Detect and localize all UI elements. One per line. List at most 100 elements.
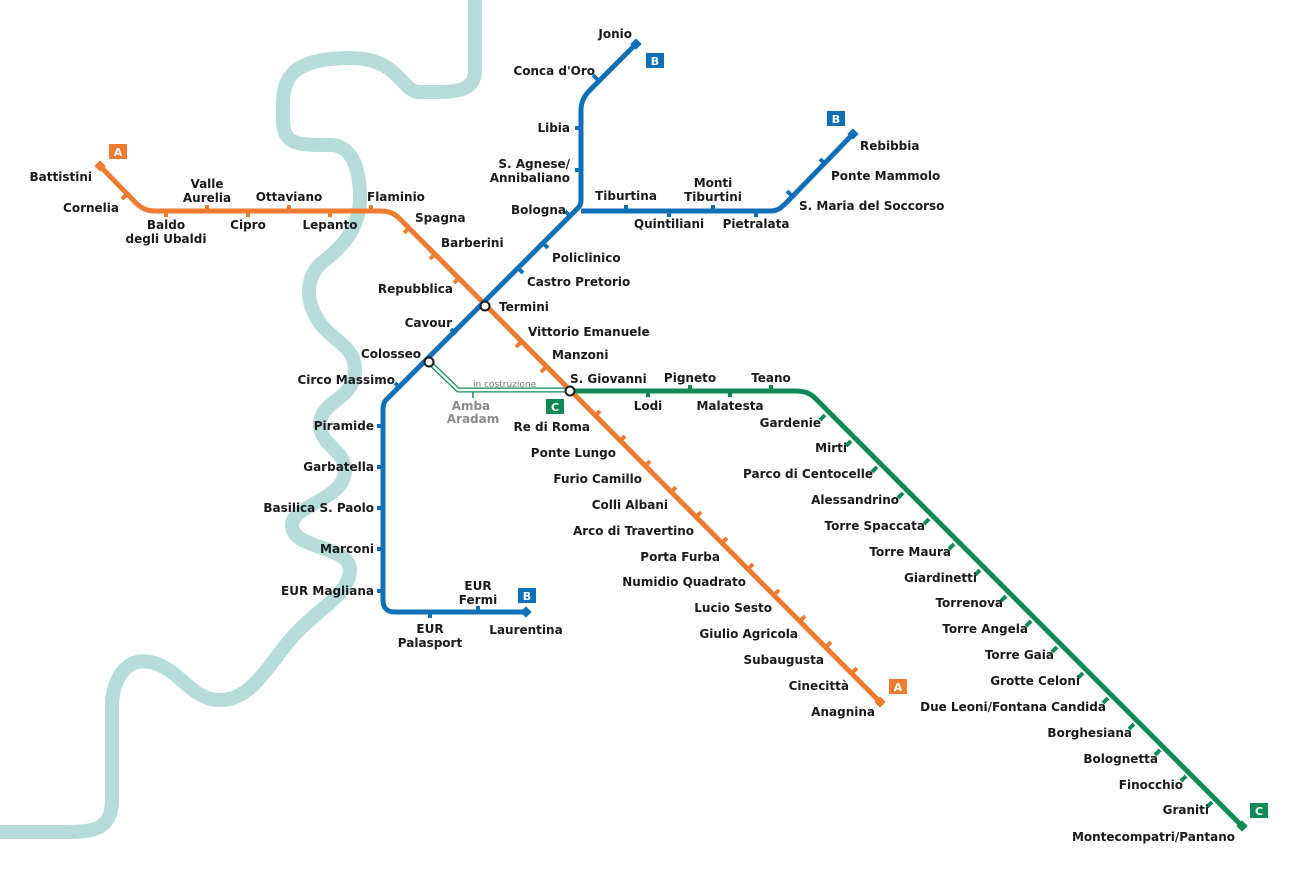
station-tick-grotte-celoni [1076,671,1085,680]
station-finocchio[interactable]: Finocchio [1119,778,1183,792]
station-quintiliani[interactable]: Quintiliani [634,217,704,231]
station-s-maria-soccorso[interactable]: S. Maria del Soccorso [799,199,944,213]
station-eur-palasport-line2: Palasport [398,636,463,650]
station-gardenie[interactable]: Gardenie [760,416,821,430]
badge-line-a-north-bg [109,144,127,159]
station-cavour[interactable]: Cavour [405,316,453,330]
station-marconi[interactable]: Marconi [320,542,374,556]
station-s-agnese[interactable]: S. Agnese/Annibaliano [490,157,571,185]
station-torre-spaccata[interactable]: Torre Spaccata [825,519,925,533]
station-eur-magliana[interactable]: EUR Magliana [281,584,374,598]
station-finocchio-line1: Finocchio [1119,778,1183,792]
station-colosseo[interactable]: Colosseo [361,347,421,361]
station-grotte-celoni[interactable]: Grotte Celoni [990,674,1080,688]
station-piramide[interactable]: Piramide [314,419,374,433]
station-ponte-mammolo-line1: Ponte Mammolo [831,169,940,183]
station-torre-gaia[interactable]: Torre Gaia [985,648,1054,662]
station-furio-camillo[interactable]: Furio Camillo [553,472,642,486]
station-due-leoni[interactable]: Due Leoni/Fontana Candida [920,700,1106,714]
station-due-leoni-line1: Due Leoni/Fontana Candida [920,700,1106,714]
badge-line-a-south: A [889,679,907,694]
station-manzoni[interactable]: Manzoni [552,348,608,362]
station-amba-aradam[interactable]: Amba Aradam [447,399,500,426]
station-spagna[interactable]: Spagna [415,211,466,225]
station-borghesiana[interactable]: Borghesiana [1047,726,1132,740]
station-lepanto-line1: Lepanto [303,218,358,232]
station-ponte-lungo[interactable]: Ponte Lungo [531,446,616,460]
station-battistini[interactable]: Battistini [30,170,92,184]
station-spagna-line1: Spagna [415,211,466,225]
station-ottaviano[interactable]: Ottaviano [256,190,323,204]
station-termini[interactable]: Termini [499,300,549,314]
station-cipro-line1: Cipro [230,218,266,232]
station-eur-palasport-line1: EUR [416,622,443,636]
station-numidio-quadrato[interactable]: Numidio Quadrato [622,575,746,589]
station-jonio[interactable]: Jonio [597,27,632,41]
station-cornelia[interactable]: Cornelia [63,201,119,215]
station-cinecitta[interactable]: Cinecittà [789,679,849,693]
station-repubblica[interactable]: Repubblica [378,282,453,296]
interchange-san-giovanni[interactable] [564,385,576,397]
station-laurentina[interactable]: Laurentina [489,623,562,637]
station-circo-massimo[interactable]: Circo Massimo [297,373,395,387]
station-alessandrino[interactable]: Alessandrino [811,493,899,507]
station-anagnina[interactable]: Anagnina [811,705,875,719]
station-parco-di-centocelle[interactable]: Parco di Centocelle [743,467,873,481]
station-bolognetta[interactable]: Bolognetta [1083,752,1158,766]
station-giulio-agricola[interactable]: Giulio Agricola [699,627,798,641]
station-subaugusta[interactable]: Subaugusta [743,653,824,667]
station-libia[interactable]: Libia [537,121,570,135]
station-tiburtina[interactable]: Tiburtina [595,189,657,203]
line-a-track [98,164,882,704]
station-cornelia-line1: Cornelia [63,201,119,215]
station-colli-albani[interactable]: Colli Albani [592,498,668,512]
station-castro-pretorio[interactable]: Castro Pretorio [527,275,630,289]
station-arco-di-travertino[interactable]: Arco di Travertino [573,524,694,538]
station-rebibbia[interactable]: Rebibbia [860,139,919,153]
station-lepanto[interactable]: Lepanto [303,218,358,232]
station-ponte-mammolo[interactable]: Ponte Mammolo [831,169,940,183]
station-porta-furba-line1: Porta Furba [640,550,720,564]
station-torre-angela[interactable]: Torre Angela [942,622,1028,636]
station-torrenova[interactable]: Torrenova [935,596,1003,610]
station-tick-finocchio [1179,774,1188,783]
station-basilica-s-paolo[interactable]: Basilica S. Paolo [263,501,374,515]
interchange-colosseo[interactable] [423,356,435,368]
station-bologna[interactable]: Bologna [511,203,566,217]
station-lucio-sesto[interactable]: Lucio Sesto [694,601,772,615]
badge-line-b-laurentina-label: B [523,590,531,603]
station-pigneto[interactable]: Pigneto [664,371,716,385]
station-tick-gardenie [818,413,827,422]
badge-line-b-rebibbia: B [827,111,845,126]
station-pietralata[interactable]: Pietralata [723,217,790,231]
station-policlinico[interactable]: Policlinico [552,251,621,265]
station-barberini[interactable]: Barberini [441,236,504,250]
station-graniti[interactable]: Graniti [1163,803,1209,817]
station-teano-line1: Teano [751,371,791,385]
station-valle-aurelia-line1: Valle [190,177,223,191]
station-teano[interactable]: Teano [751,371,791,385]
station-mirti[interactable]: Mirti [815,441,847,455]
station-garbatella[interactable]: Garbatella [303,460,374,474]
station-porta-furba[interactable]: Porta Furba [640,550,720,564]
station-tick-due-leoni [1101,696,1110,705]
station-torre-maura[interactable]: Torre Maura [869,545,951,559]
interchange-termini[interactable] [479,300,491,312]
station-malatesta[interactable]: Malatesta [696,399,763,413]
station-giardinetti[interactable]: Giardinetti [904,571,977,585]
station-conca-doro[interactable]: Conca d'Oro [513,64,595,78]
station-vittorio-emanuele[interactable]: Vittorio Emanuele [528,325,650,339]
station-s-agnese-line2: Annibaliano [490,171,570,185]
station-re-di-roma[interactable]: Re di Roma [513,420,590,434]
station-flaminio[interactable]: Flaminio [367,190,425,204]
station-pigneto-line1: Pigneto [664,371,716,385]
station-cipro[interactable]: Cipro [230,218,266,232]
station-montecompatri[interactable]: Montecompatri/Pantano [1072,830,1235,844]
station-lodi[interactable]: Lodi [634,399,663,413]
station-san-giovanni[interactable]: S. Giovanni [570,372,647,386]
